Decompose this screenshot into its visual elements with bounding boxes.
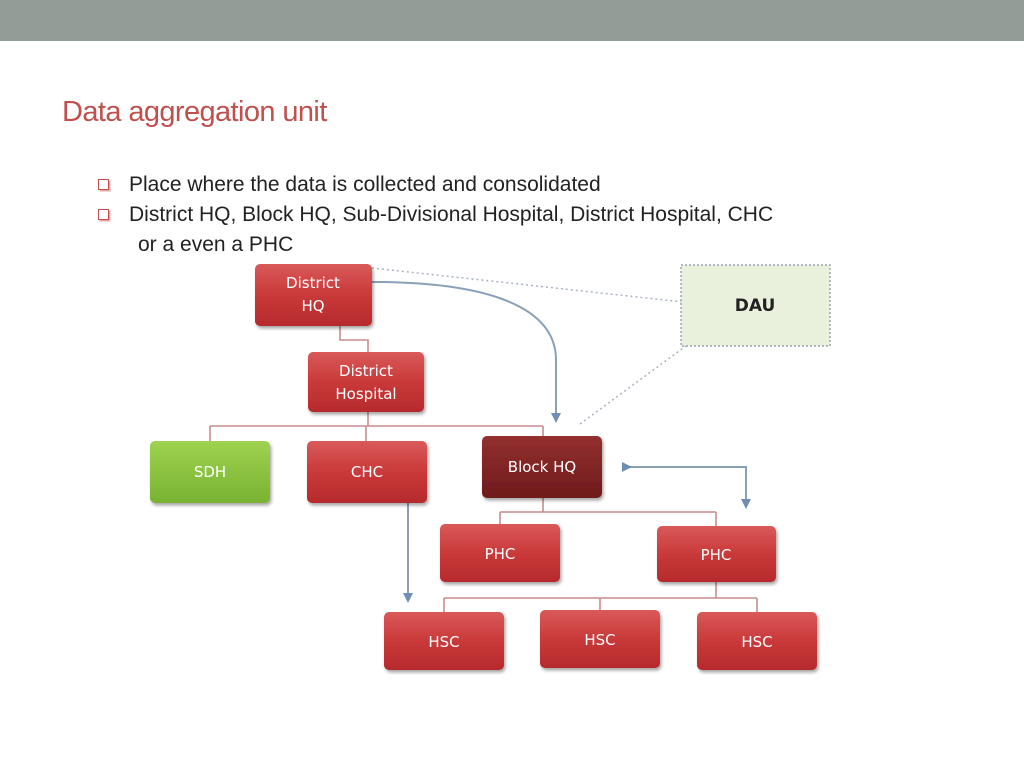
node-hsc-2: HSC — [540, 610, 660, 668]
dotted-link-block-hq-dau — [579, 342, 691, 425]
node-phc-2: PHC — [657, 526, 776, 582]
dotted-link-district-hq-dau — [371, 267, 684, 303]
bullet-item: District HQ, Block HQ, Sub-Divisional Ho… — [96, 200, 956, 260]
node-label: PHC — [485, 545, 516, 563]
arrow-district-hq-to-block-hq — [371, 281, 561, 423]
square-bullet-icon — [98, 209, 109, 220]
node-phc-1: PHC — [440, 524, 560, 582]
bullet-list: Place where the data is collected and co… — [96, 170, 956, 260]
node-label: PHC — [701, 546, 732, 564]
node-label: CHC — [351, 463, 383, 481]
bullet-continuation: or a even a PHC — [138, 233, 294, 256]
square-bullet-icon — [98, 179, 109, 190]
node-sdh: SDH — [150, 441, 270, 503]
node-hsc-1: HSC — [384, 612, 504, 670]
node-chc: CHC — [307, 441, 427, 503]
bullet-text: Place where the data is collected and co… — [129, 173, 601, 196]
node-label: Hospital — [335, 385, 396, 403]
dau-dotted-links — [371, 267, 691, 425]
node-label: DAU — [735, 296, 776, 316]
node-district-hq: District HQ — [255, 264, 372, 326]
node-label: District — [339, 362, 393, 380]
bullet-item: Place where the data is collected and co… — [96, 170, 956, 200]
node-hsc-3: HSC — [697, 612, 817, 670]
node-label: HSC — [428, 633, 459, 651]
arrow-blockhq-dau-return — [622, 462, 751, 509]
connector-hq-to-hospital — [339, 326, 369, 352]
node-dau: DAU — [680, 264, 831, 347]
bullet-text: District HQ, Block HQ, Sub-Divisional Ho… — [129, 203, 774, 226]
node-label: HQ — [301, 297, 324, 315]
node-label: Block HQ — [508, 458, 576, 476]
node-label: District — [286, 274, 340, 292]
node-district-hospital: District Hospital — [308, 352, 424, 412]
node-label: HSC — [741, 633, 772, 651]
slide-title: Data aggregation unit — [62, 96, 327, 128]
node-label: HSC — [584, 631, 615, 649]
node-label: SDH — [194, 463, 226, 481]
node-block-hq: Block HQ — [482, 436, 602, 498]
hierarchy-connectors — [209, 326, 758, 612]
top-bar — [0, 0, 1024, 41]
